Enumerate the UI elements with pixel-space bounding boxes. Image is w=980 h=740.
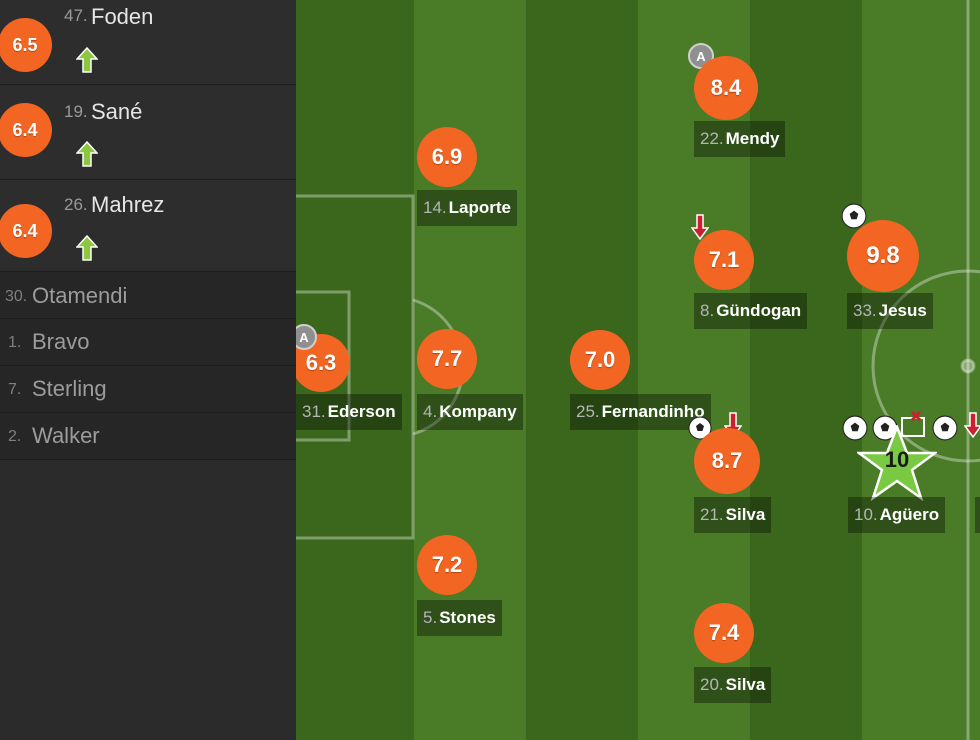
sub-in-arrow-icon (76, 235, 98, 261)
player-name: Stones (439, 608, 496, 627)
player-name-tag[interactable]: 25.Fernandinho (570, 394, 711, 430)
substitute-row[interactable]: 6.5 47. Foden (0, 0, 296, 85)
player-number: 33. (853, 301, 877, 320)
sub-in-arrow-icon (76, 141, 98, 167)
player-name: Agüero (879, 505, 940, 524)
player-name-tag[interactable]: 8.Gündogan (694, 293, 808, 329)
player-name: Silva (725, 505, 766, 524)
goal-ball-icon (932, 415, 958, 441)
name-tag-edge (975, 497, 980, 533)
player-rating[interactable]: 8.7 (694, 428, 760, 494)
player-name-tag[interactable]: 22.Mendy (694, 121, 786, 157)
substitute-row[interactable]: 6.4 26. Mahrez (0, 180, 296, 272)
substitutes-panel: 6.5 47. Foden 6.4 19. Sané 6.4 26. Mahre… (0, 0, 296, 740)
player-name: Kompany (439, 402, 517, 421)
player-number: 2. (8, 428, 22, 445)
player-name: Sterling (32, 376, 107, 401)
player-name-tag[interactable]: 31.Ederson (296, 394, 402, 430)
bench-row[interactable]: 1. Bravo (0, 319, 296, 366)
player-name-tag[interactable]: 21.Silva (694, 497, 772, 533)
player-name: Jesus (878, 301, 927, 320)
player-rating: 6.4 (0, 204, 52, 258)
bench-row[interactable]: 7. Sterling (0, 366, 296, 413)
player-number: 8. (700, 301, 715, 320)
player-number: 4. (423, 402, 438, 421)
pitch-stripe (750, 0, 862, 740)
player-number: 7. (8, 381, 22, 398)
player-name-tag[interactable]: 4.Kompany (417, 394, 523, 430)
player-number: 14. (423, 198, 447, 217)
player-rating[interactable]: 7.2 (417, 535, 477, 595)
player-name: Fernandinho (601, 402, 705, 421)
sub-out-arrow-icon (691, 214, 709, 240)
player-rating: 6.5 (0, 18, 52, 72)
player-name: Laporte (448, 198, 511, 217)
pitch-markings (296, 0, 980, 740)
player-name-tag[interactable]: 10.Agüero (848, 497, 946, 533)
disallowed-goal-icon (901, 410, 925, 437)
player-number: 30. (5, 288, 28, 305)
player-number: 1. (8, 334, 22, 351)
player-rating[interactable]: 8.4 (694, 56, 758, 120)
sub-out-arrow-icon (964, 412, 980, 438)
player-rating: 6.4 (0, 103, 52, 157)
player-rating[interactable]: 7.0 (570, 330, 630, 390)
player-number: 10. (854, 505, 878, 524)
player-name-tag[interactable]: 20.Silva (694, 667, 772, 703)
goal-ball-icon (842, 415, 868, 441)
player-number: 19. (64, 102, 88, 121)
man-of-the-match-star-icon[interactable] (857, 425, 937, 501)
pitch: 6.3 A 31.Ederson 6.9 14.Laporte 7.7 4.Ko… (296, 0, 980, 740)
player-name-tag[interactable]: 5.Stones (417, 600, 502, 636)
player-name: Bravo (32, 329, 90, 354)
player-rating[interactable]: 7.7 (417, 329, 477, 389)
player-name: Mendy (725, 129, 780, 148)
player-name: Mahrez (91, 192, 165, 217)
player-name: Sané (91, 99, 143, 124)
player-rating[interactable]: 7.1 (694, 230, 754, 290)
sub-in-arrow-icon (76, 47, 98, 73)
player-name: Otamendi (32, 283, 128, 308)
pitch-stripe (862, 0, 980, 740)
player-number: 47. (64, 6, 88, 25)
bench-row[interactable]: 30. Otamendi (0, 272, 296, 319)
player-name: Foden (91, 4, 154, 29)
player-name-tag[interactable]: 33.Jesus (847, 293, 933, 329)
player-rating: 10 (884, 447, 910, 472)
player-rating[interactable]: 6.9 (417, 127, 477, 187)
captain-badge: A (296, 324, 317, 350)
player-number: 21. (700, 505, 724, 524)
player-name: Silva (725, 675, 766, 694)
player-number: 25. (576, 402, 600, 421)
bench-row[interactable]: 2. Walker (0, 413, 296, 460)
goal-ball-icon (841, 203, 867, 229)
player-rating[interactable]: 9.8 (847, 220, 919, 292)
player-name: Gündogan (716, 301, 802, 320)
player-rating[interactable]: 6.3 (296, 334, 350, 392)
player-number: 22. (700, 129, 724, 148)
player-rating[interactable]: 7.4 (694, 603, 754, 663)
goal-ball-icon (872, 415, 898, 441)
substitute-row[interactable]: 6.4 19. Sané (0, 85, 296, 180)
player-name: Walker (32, 423, 100, 448)
goal-ball-icon (688, 416, 712, 440)
player-number: 26. (64, 195, 88, 214)
player-number: 31. (302, 402, 326, 421)
player-name-tag[interactable]: 14.Laporte (417, 190, 517, 226)
player-number: 20. (700, 675, 724, 694)
player-name: Ederson (327, 402, 396, 421)
player-number: 5. (423, 608, 438, 627)
